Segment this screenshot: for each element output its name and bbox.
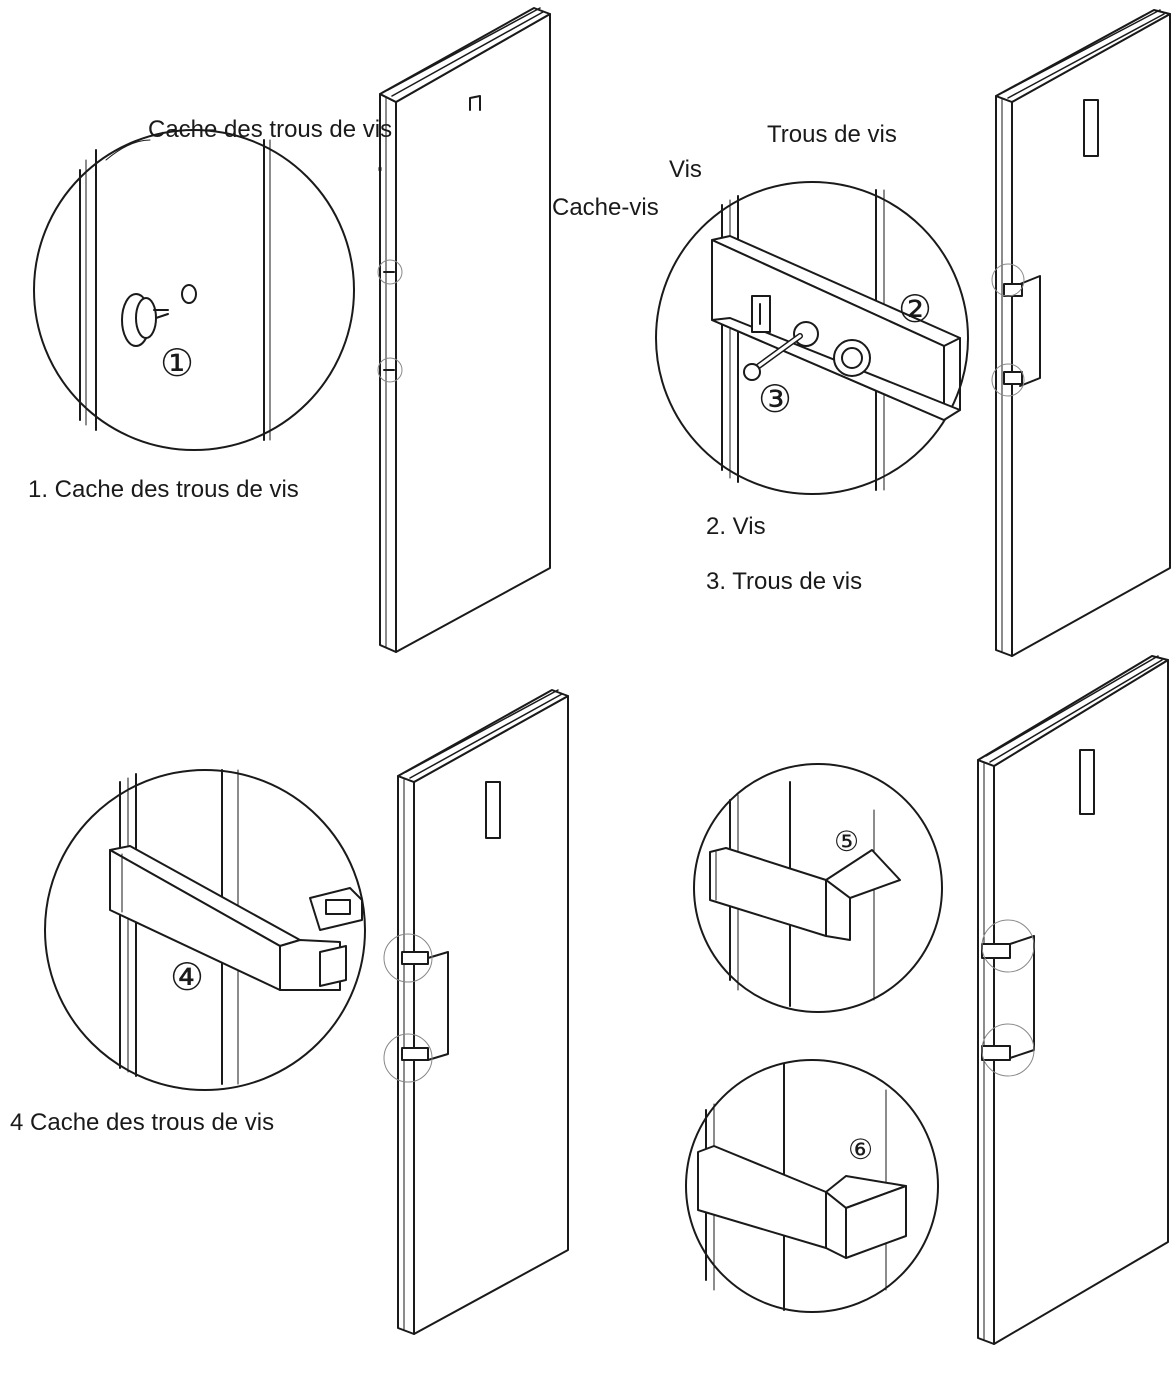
- panel-2-caption-screw: 2. Vis: [706, 513, 766, 540]
- panel-1-zoom-circle: [33, 129, 355, 451]
- panel-2-caption-holes: 3. Trous de vis: [706, 568, 863, 595]
- panel-2-holes-label: Trous de vis: [767, 121, 897, 148]
- panel-3-door: [383, 689, 569, 1335]
- panel-1-callout-line: [105, 139, 151, 161]
- panel-2-screw-label: Vis: [669, 156, 702, 183]
- panel-4-door: [977, 655, 1169, 1345]
- panel-2-door: [991, 9, 1171, 657]
- panel-2-marker-3: ③: [758, 377, 793, 421]
- panel-4-zoom-bottom: [685, 1059, 939, 1313]
- panel-4-marker-5: ⑤: [834, 825, 860, 858]
- panel-1-door: [377, 7, 551, 653]
- panel-3-caption: 4 Cache des trous de vis: [10, 1109, 275, 1136]
- panel-3-zoom-circle: [44, 769, 366, 1091]
- panel-2-cover-label: Cache-vis: [552, 194, 659, 221]
- panel-4-zoom-top: [693, 763, 943, 1013]
- panel-1-marker: ①: [160, 341, 195, 385]
- panel-4-marker-6: ⑥: [848, 1133, 874, 1166]
- panel-1-callout-label: Cache des trous de vis: [148, 116, 393, 143]
- panel-3-marker: ④: [170, 955, 205, 999]
- panel-2-marker-2: ②: [898, 287, 933, 331]
- panel-1-caption: 1. Cache des trous de vis: [28, 476, 299, 503]
- panel-2-zoom-circle: [655, 181, 969, 495]
